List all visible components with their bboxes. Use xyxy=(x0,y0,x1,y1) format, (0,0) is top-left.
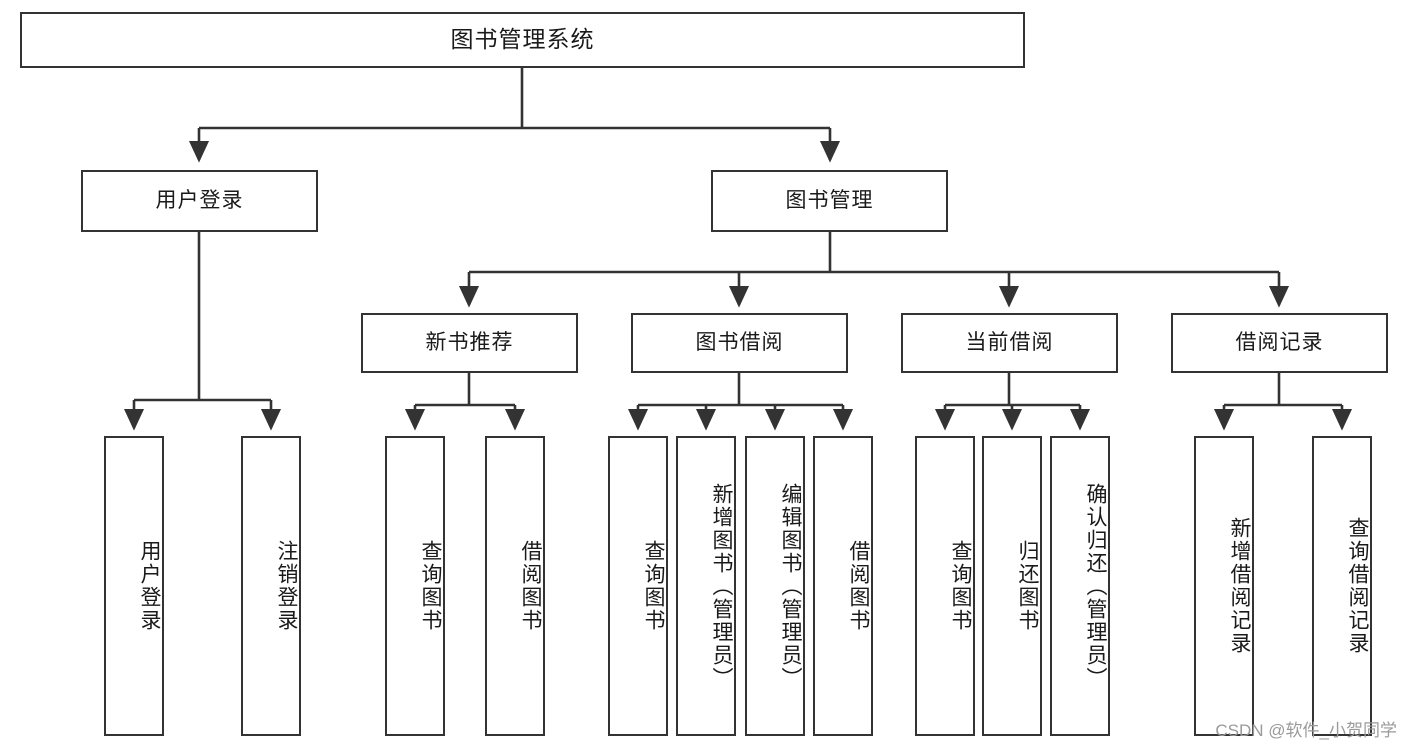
node-label: 借阅图书 xyxy=(847,540,870,632)
node-label: 查询图书 xyxy=(642,540,665,632)
node-label: 查询图书 xyxy=(419,540,442,632)
node-label: 用户登录 xyxy=(138,540,161,632)
node-label: 图书管理 xyxy=(785,189,874,213)
node-root-book-management-system[interactable]: 图书管理系统 xyxy=(20,12,1025,68)
node-book-management[interactable]: 图书管理 xyxy=(711,170,948,232)
node-label: 确认归还（管理员） xyxy=(1084,482,1107,690)
node-label: 查询借阅记录 xyxy=(1346,517,1369,655)
node-new-book-recommend[interactable]: 新书推荐 xyxy=(361,313,578,373)
leaf-query-book-borrow[interactable]: 查询图书 xyxy=(608,436,668,736)
node-current-borrow[interactable]: 当前借阅 xyxy=(901,313,1118,373)
node-book-borrow[interactable]: 图书借阅 xyxy=(631,313,848,373)
leaf-logout-login[interactable]: 注销登录 xyxy=(241,436,301,736)
leaf-edit-book[interactable]: 编辑图书（管理员） xyxy=(745,436,805,736)
leaf-query-book-recommend[interactable]: 查询图书 xyxy=(385,436,445,736)
leaf-return-book[interactable]: 归还图书 xyxy=(982,436,1042,736)
node-label: 编辑图书（管理员） xyxy=(779,482,802,690)
leaf-confirm-return[interactable]: 确认归还（管理员） xyxy=(1050,436,1110,736)
node-label: 借阅记录 xyxy=(1235,331,1324,355)
leaf-query-book-current[interactable]: 查询图书 xyxy=(915,436,975,736)
leaf-user-login[interactable]: 用户登录 xyxy=(104,436,164,736)
node-label: 新增图书（管理员） xyxy=(710,482,733,690)
leaf-query-borrow-record[interactable]: 查询借阅记录 xyxy=(1312,436,1372,736)
node-label: 查询图书 xyxy=(949,540,972,632)
node-borrow-record[interactable]: 借阅记录 xyxy=(1171,313,1388,373)
node-label: 图书借阅 xyxy=(695,331,784,355)
leaf-borrow-book[interactable]: 借阅图书 xyxy=(813,436,873,736)
node-label: 新书推荐 xyxy=(425,331,514,355)
node-label: 借阅图书 xyxy=(519,540,542,632)
node-label: 当前借阅 xyxy=(965,331,1054,355)
node-label: 用户登录 xyxy=(155,189,244,213)
node-label: 新增借阅记录 xyxy=(1228,517,1251,655)
watermark: CSDN @软件_小贺同学 xyxy=(1215,721,1397,740)
node-label: 归还图书 xyxy=(1016,540,1039,632)
leaf-add-borrow-record[interactable]: 新增借阅记录 xyxy=(1194,436,1254,736)
node-user-login[interactable]: 用户登录 xyxy=(81,170,318,232)
leaf-add-book[interactable]: 新增图书（管理员） xyxy=(676,436,736,736)
node-label: 注销登录 xyxy=(275,540,298,632)
leaf-borrow-book-recommend[interactable]: 借阅图书 xyxy=(485,436,545,736)
node-label: 图书管理系统 xyxy=(450,26,595,53)
